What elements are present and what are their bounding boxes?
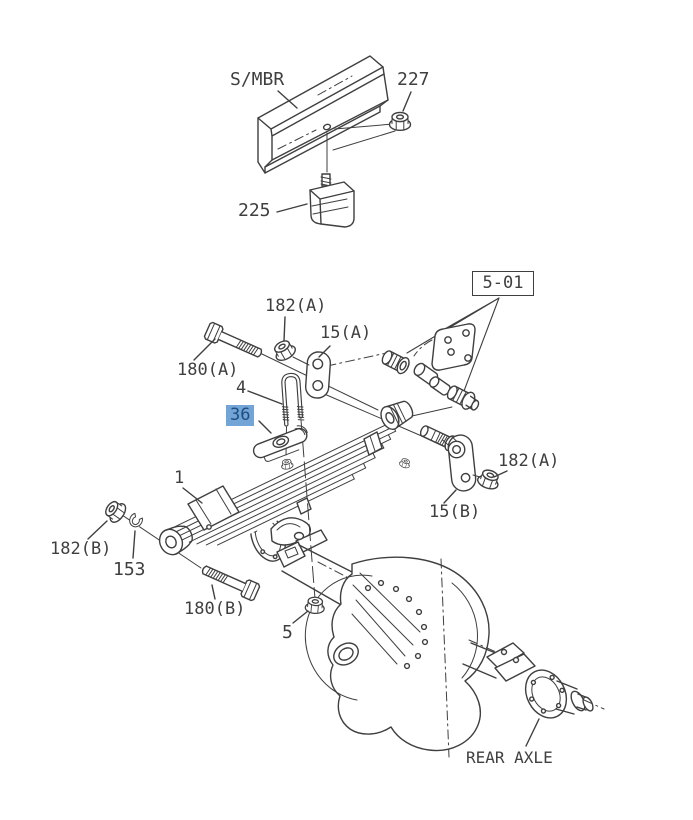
- leader-lines: [87, 90, 540, 747]
- hanger-bushing-drawing: [381, 350, 410, 375]
- washer-153-drawing: [129, 512, 143, 528]
- nut-182B-drawing: [101, 496, 130, 526]
- u-bolt-drawing: [281, 372, 305, 427]
- part-label-4[interactable]: 4: [236, 378, 247, 398]
- part-label-180B[interactable]: 180(B): [184, 599, 246, 619]
- front-eye-bushing-drawing: [158, 525, 193, 556]
- bump-stop-225-drawing: [309, 173, 355, 228]
- section-ref-5-01[interactable]: 5-01: [472, 271, 534, 296]
- part-label-227[interactable]: 227: [397, 69, 430, 90]
- shackle-plate-15B-drawing: [441, 434, 477, 492]
- side-member-drawing: [257, 55, 396, 174]
- leaf-spring-drawing: [165, 417, 416, 567]
- part-label-225[interactable]: 225: [238, 200, 271, 221]
- spring-seat-36-drawing: [252, 425, 308, 462]
- rear-axle-drawing: [250, 512, 605, 758]
- bolt-180B-drawing: [198, 560, 262, 603]
- side-member-label: S/MBR: [230, 69, 285, 90]
- part-label-36-selected[interactable]: 36: [226, 405, 255, 426]
- part-label-5[interactable]: 5: [282, 622, 293, 643]
- part-label-15A[interactable]: 15(A): [320, 323, 372, 343]
- rear-eye-bushing-drawing: [380, 400, 414, 430]
- shackle-axis-line: [321, 392, 425, 438]
- u-bolt-right-leg-line: [300, 419, 316, 600]
- part-label-182B[interactable]: 182(B): [50, 539, 112, 559]
- pin-eye-line: [411, 406, 453, 417]
- part-label-182A-right[interactable]: 182(A): [498, 451, 560, 471]
- shackle-plate-15A-drawing: [304, 351, 332, 399]
- part-label-1[interactable]: 1: [174, 468, 185, 488]
- hanger-pin-axis-line: [326, 351, 392, 367]
- hanger-bracket-5-01-drawing: [381, 297, 500, 411]
- part-label-15B[interactable]: 15(B): [429, 502, 481, 522]
- u-bolt-nut-drawing: [280, 457, 294, 471]
- part-label-182A-upper[interactable]: 182(A): [265, 296, 327, 316]
- hanger-pin-drawing: [446, 385, 480, 411]
- rear-axle-label: REAR AXLE: [466, 748, 553, 767]
- part-label-153[interactable]: 153: [113, 559, 146, 580]
- nut-227-drawing: [388, 111, 412, 132]
- part-label-180A[interactable]: 180(A): [177, 360, 239, 380]
